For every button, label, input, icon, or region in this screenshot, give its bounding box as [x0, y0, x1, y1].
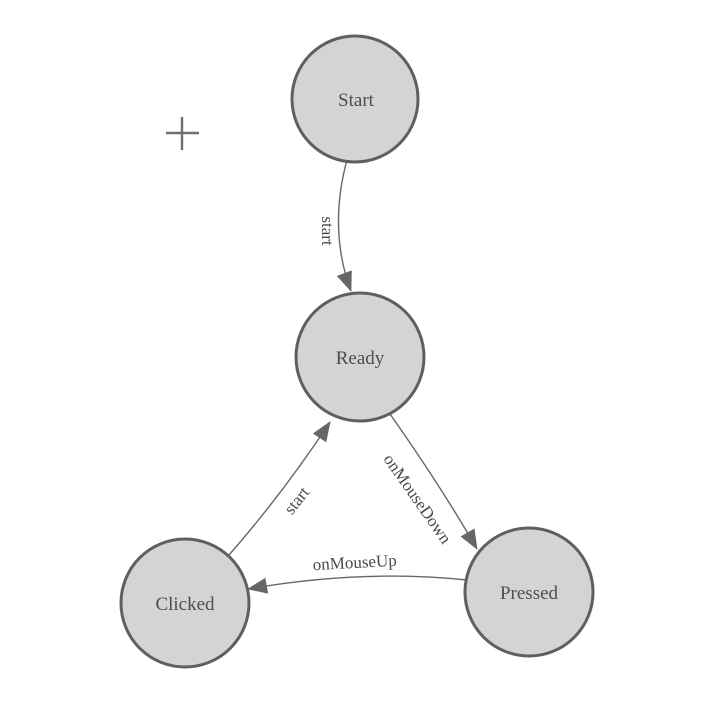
node-clicked-circle[interactable]: [119, 537, 251, 669]
node-pressed-label: Pressed: [500, 583, 559, 604]
edge-wire[interactable]: [389, 413, 478, 550]
edge-wire[interactable]: [336, 159, 352, 292]
node-ready[interactable]: Ready: [294, 291, 426, 423]
edge-ready-to-pressed[interactable]: onMouseDown: [380, 413, 478, 550]
edge-wire[interactable]: [247, 575, 468, 594]
edge-start-to-ready[interactable]: start: [318, 159, 352, 292]
edge-wire[interactable]: [228, 421, 331, 556]
node-ready-label: Ready: [336, 348, 385, 369]
node-ready-circle[interactable]: [294, 291, 426, 423]
edge-label-onmouseup: onMouseUp: [312, 551, 397, 574]
edge-clicked-to-ready[interactable]: start: [228, 421, 331, 556]
node-start-circle[interactable]: [290, 34, 420, 164]
node-clicked[interactable]: Clicked: [119, 537, 251, 669]
edge-label-start: start: [280, 483, 313, 518]
node-start[interactable]: Start: [290, 34, 420, 164]
node-pressed-circle[interactable]: [463, 526, 595, 658]
node-pressed[interactable]: Pressed: [463, 526, 595, 658]
node-clicked-label: Clicked: [155, 594, 215, 615]
origin-crosshair-icon: [166, 117, 199, 150]
edge-label-start: start: [318, 216, 337, 246]
edge-label-onmousedown: onMouseDown: [380, 450, 456, 547]
edge-pressed-to-clicked[interactable]: onMouseUp: [247, 551, 468, 594]
node-start-label: Start: [338, 90, 375, 111]
